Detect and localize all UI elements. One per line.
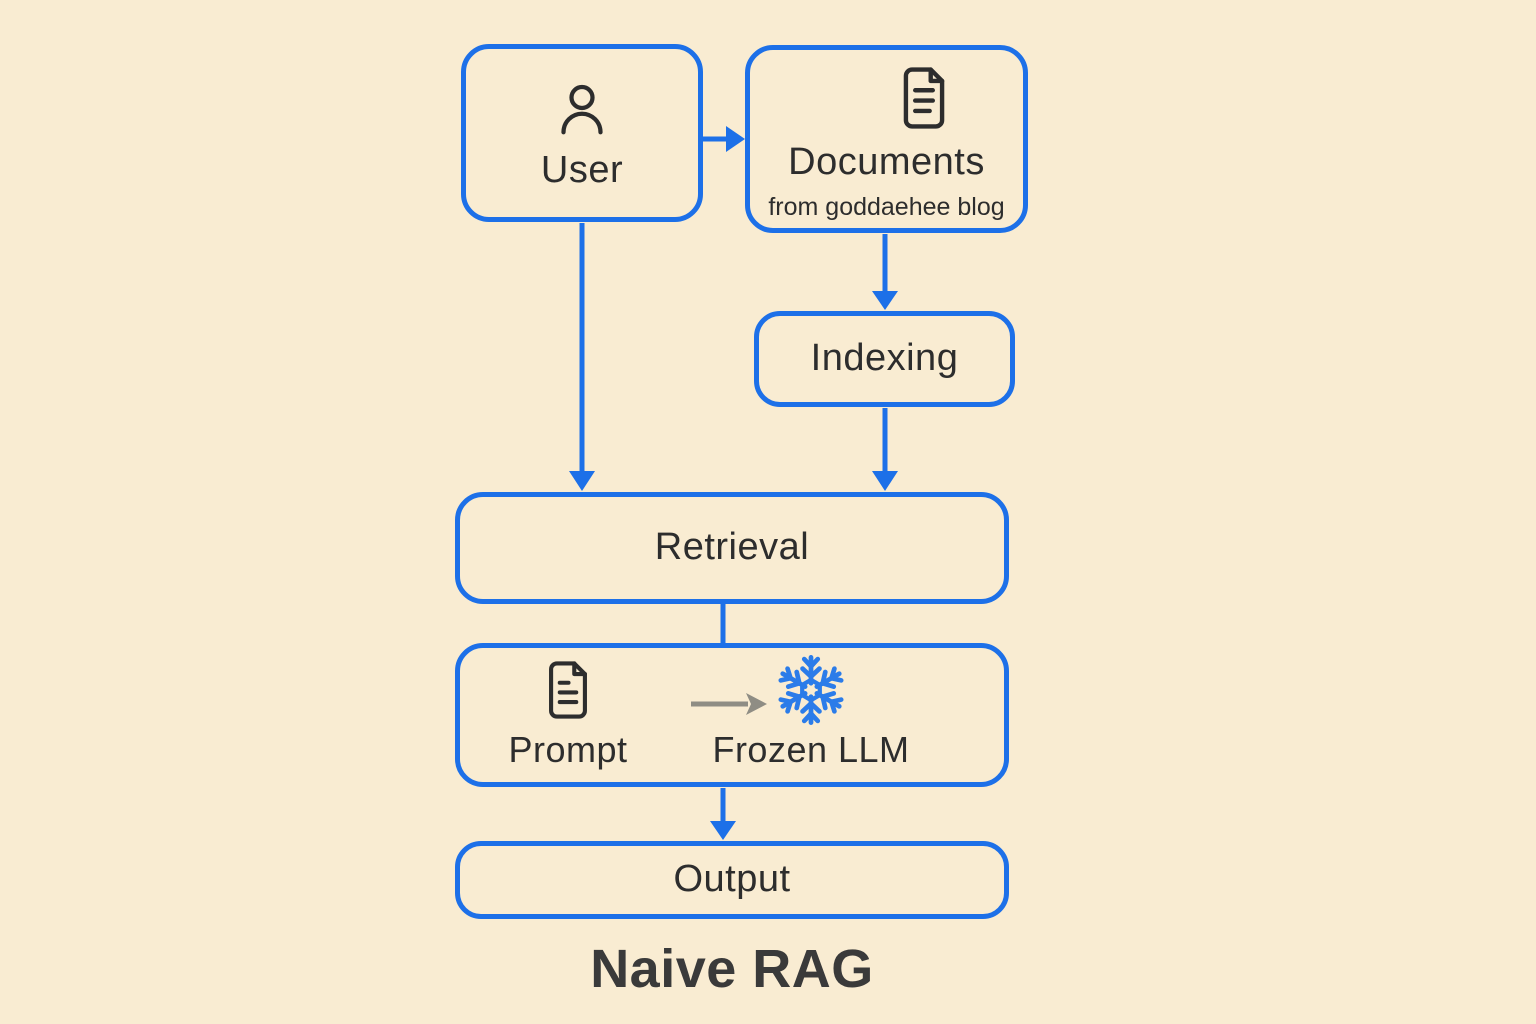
edge-promptllm-output <box>710 788 736 840</box>
document-icon <box>539 654 597 726</box>
edge-indexing-retrieval <box>872 408 898 491</box>
diagram-title: Naive RAG <box>590 939 874 999</box>
node-prompt-frozen-llm: Prompt <box>455 643 1009 787</box>
retrieval-label: Retrieval <box>654 526 810 569</box>
node-output: Output <box>455 841 1009 919</box>
user-label: User <box>540 149 624 192</box>
documents-label: Documents <box>788 141 985 184</box>
edge-documents-indexing <box>872 234 898 310</box>
prompt-group: Prompt <box>488 654 648 770</box>
frozen-llm-label: Frozen LLM <box>712 729 910 770</box>
node-indexing: Indexing <box>754 311 1015 407</box>
snowflake-icon <box>775 654 847 726</box>
indexing-label: Indexing <box>810 337 959 380</box>
prompt-label: Prompt <box>508 729 628 770</box>
node-documents: Documents from goddaehee blog <box>745 45 1028 233</box>
documents-sublabel: from goddaehee blog <box>768 192 1005 221</box>
frozen-llm-group: Frozen LLM <box>708 654 914 770</box>
edge-user-documents <box>703 126 745 152</box>
output-label: Output <box>673 858 791 901</box>
document-icon <box>893 60 955 136</box>
right-arrow-icon <box>688 690 770 718</box>
node-retrieval: Retrieval <box>455 492 1009 604</box>
edge-user-retrieval <box>569 223 595 491</box>
person-icon <box>552 80 612 140</box>
node-user: User <box>461 44 703 222</box>
